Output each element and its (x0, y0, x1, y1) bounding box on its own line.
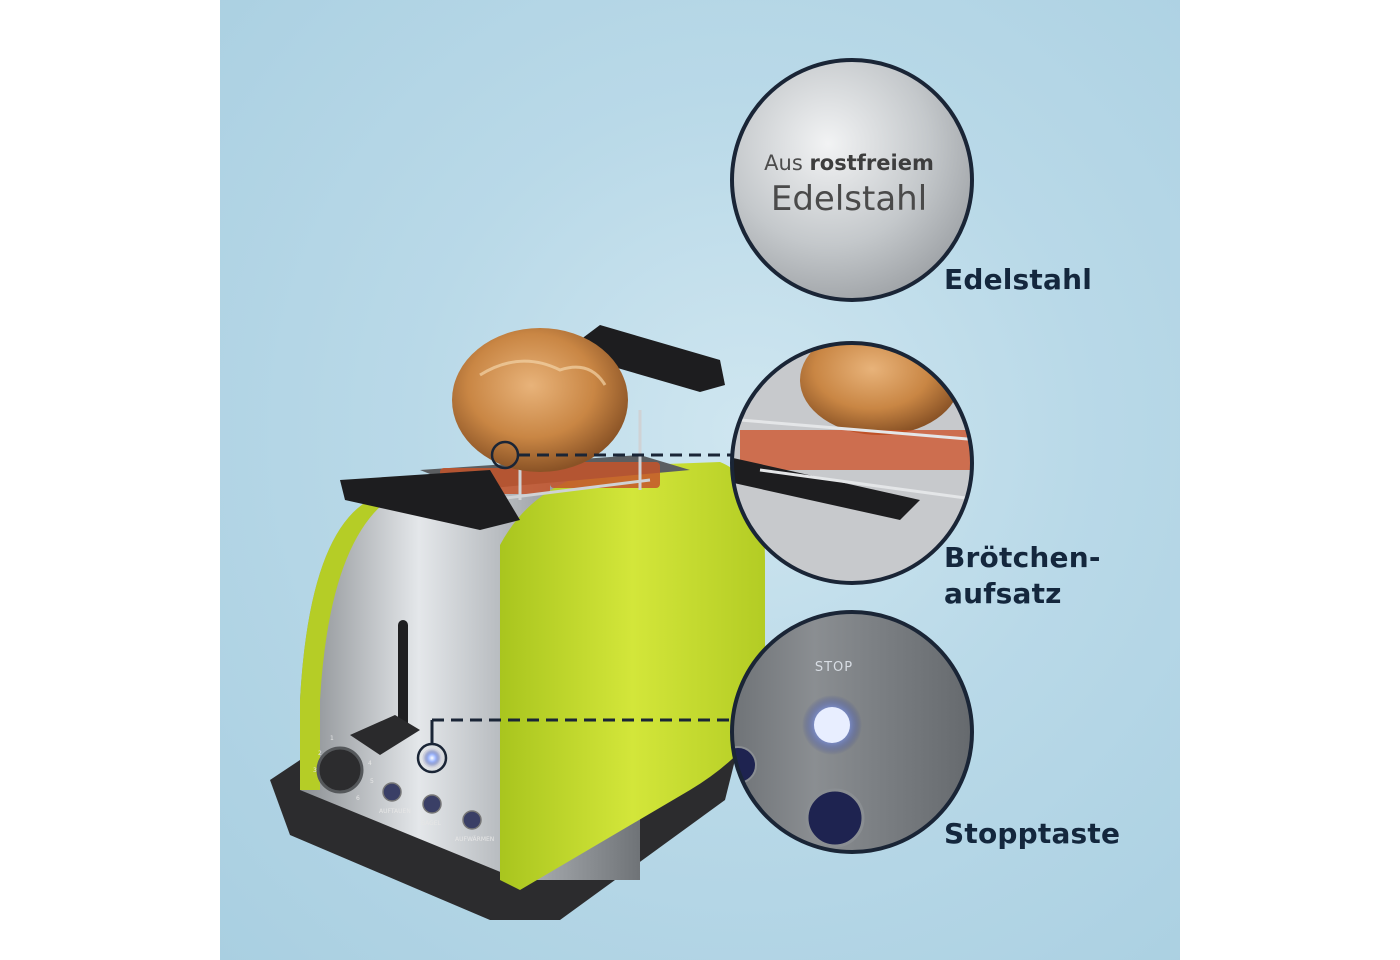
dial-number-6: 6 (356, 795, 360, 802)
reheat-label: AUFWÄRMEN (455, 836, 495, 843)
badge-bold-word: rostfreiem (809, 151, 934, 175)
toaster-scene (270, 58, 974, 920)
zoom-stop-button (732, 612, 972, 852)
rack-handle-left (340, 470, 520, 530)
badge-prefix: Aus (764, 151, 803, 175)
badge-line2: Edelstahl (770, 179, 928, 219)
feature-label-broetchen-line1: Brötchen- (944, 541, 1101, 574)
feature-label-broetchen-line2: aufsatz (944, 577, 1062, 610)
toaster-lever (398, 620, 408, 730)
rack-handle-right (580, 325, 725, 392)
bread-roll (452, 328, 628, 472)
defrost-button (382, 782, 402, 802)
feature-label-edelstahl: Edelstahl (944, 263, 1093, 296)
toaster-lime-edge (300, 492, 400, 790)
toaster-lime-side (500, 462, 765, 890)
bagel-label: BAGEL (421, 820, 441, 827)
badge-text: Aus rostfreiem Edelstahl (726, 148, 972, 220)
zoom-stop-label: STOP (814, 660, 854, 675)
dial-number-1: 1 (330, 735, 334, 742)
reheat-button (462, 810, 482, 830)
badge-line1: Aus rostfreiem (726, 148, 972, 178)
defrost-label: AUFTAUEN (379, 808, 411, 815)
lever-knob (350, 715, 420, 755)
dial-number-5: 5 (370, 778, 374, 785)
bagel-button (422, 794, 442, 814)
browning-dial (316, 746, 364, 794)
stainless-badge (732, 60, 972, 300)
stop-button (422, 748, 442, 768)
product-image-panel: Aus rostfreiem Edelstahl STOP AUFTAUEN B… (220, 0, 1180, 960)
dial-number-4: 4 (368, 760, 372, 767)
feature-label-broetchenaufsatz: Brötchen- aufsatz (944, 540, 1101, 612)
dial-number-3: 3 (313, 767, 317, 774)
dial-number-2: 2 (318, 750, 322, 757)
feature-label-stopptaste: Stopptaste (944, 817, 1121, 850)
